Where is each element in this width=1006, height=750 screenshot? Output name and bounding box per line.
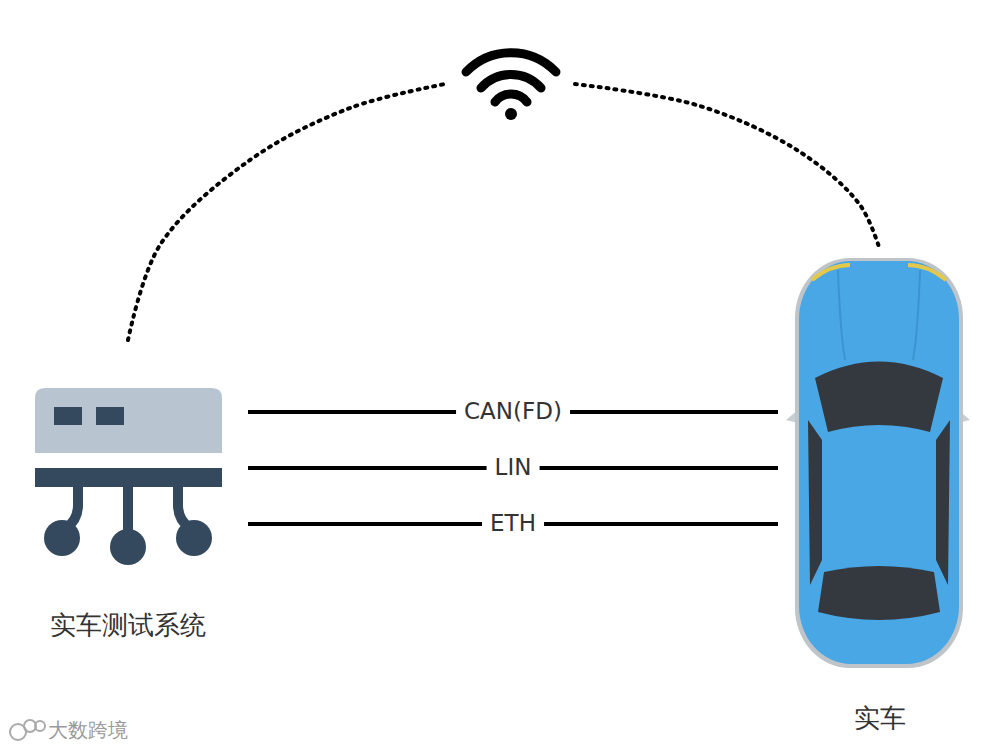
wireless-link: [128, 84, 880, 340]
bus-label: ETH: [482, 510, 544, 538]
node-label: 实车测试系统: [50, 610, 206, 645]
test-system-icon: [35, 388, 222, 565]
bus-label: CAN(FD): [456, 398, 570, 426]
car-illustration: [786, 258, 970, 668]
node-label: 实车: [854, 703, 906, 738]
watermark-logo: [10, 720, 45, 740]
bus-label: LIN: [487, 454, 540, 482]
test-system-node: 实车测试系统: [28, 340, 228, 645]
vehicle-node: 实车: [780, 250, 980, 738]
wifi-symbol: [466, 53, 556, 120]
watermark: 大数跨境: [48, 718, 128, 742]
